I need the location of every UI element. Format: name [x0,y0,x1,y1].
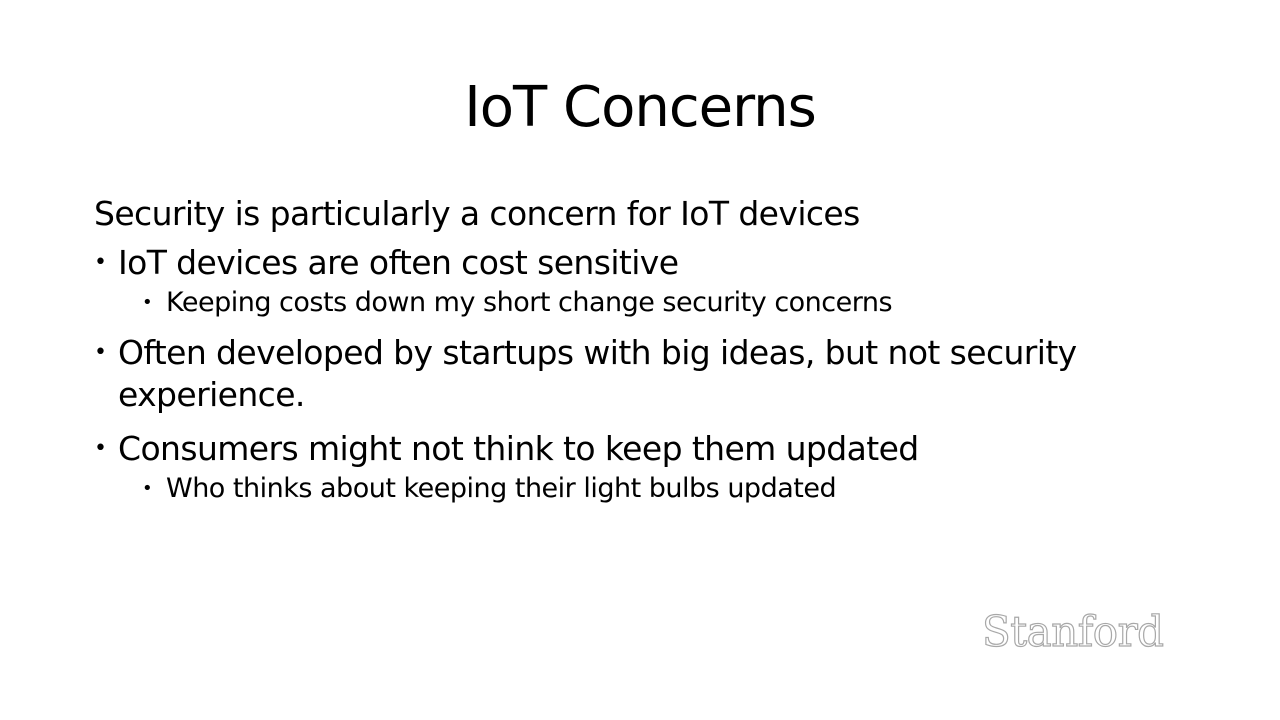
bullet-dot-icon: • [94,436,107,461]
bullet-dot-icon: • [94,250,107,275]
sub-bullet-dot-icon: • [142,292,153,313]
sub-bullet-dot-icon: • [142,478,153,499]
stanford-logo: Stanford [981,606,1164,656]
sub-bullet-text: Keeping costs down my short change secur… [166,287,893,318]
sub-bullet-item: • Who thinks about keeping their light b… [142,470,1204,508]
bullet-text: Consumers might not think to keep them u… [118,429,919,468]
lead-text: Security is particularly a concern for I… [94,194,860,233]
bullet-dot-icon: • [94,340,107,365]
spacer [94,416,1204,428]
bullet-item: • IoT devices are often cost sensitive [94,242,1204,284]
bullet-text: IoT devices are often cost sensitive [118,243,679,282]
bullet-item: • Consumers might not think to keep them… [94,428,1204,470]
bullet-item: • Often developed by startups with big i… [94,332,1204,416]
spacer [94,322,1204,332]
sub-bullet-item: • Keeping costs down my short change sec… [142,284,1204,322]
sub-bullet-text: Who thinks about keeping their light bul… [166,473,837,504]
slide-title: IoT Concerns [464,75,817,140]
slide-body: Security is particularly a concern for I… [94,192,1204,508]
bullet-text: Often developed by startups with big ide… [118,333,1077,414]
